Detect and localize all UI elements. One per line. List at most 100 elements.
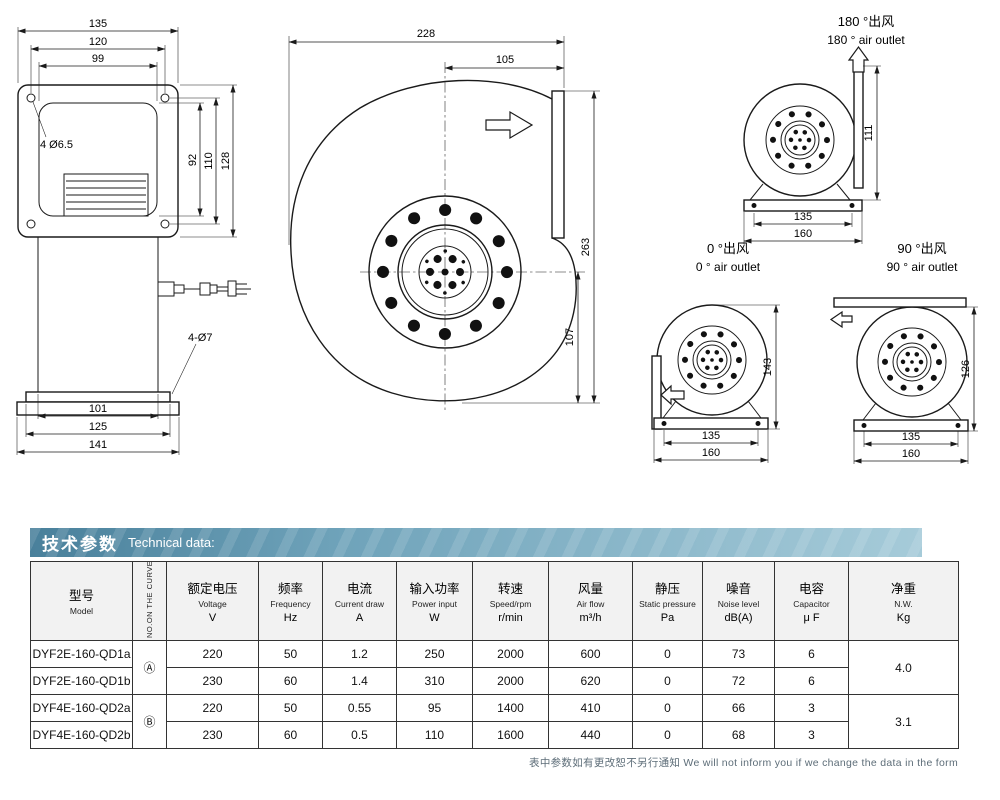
frequency-cell: 60 (258, 721, 323, 749)
airflow-cell: 600 (548, 640, 633, 668)
col-voltage: 额定电压 Voltage V (166, 561, 259, 641)
technical-data-section: 技术参数 Technical data: 型号 Model NO.ON THE … (30, 528, 959, 770)
dim-center-to-bottom: 107 (564, 328, 576, 346)
dim-feet-spacing: 135 (902, 431, 920, 443)
col-current: 电流 Current draw A (322, 561, 397, 641)
table-footnote: 表中参数如有更改恕不另行通知 We will not inform you if… (529, 757, 958, 769)
header-row: 型号 Model NO.ON THE CURVE 额定电压 Voltage V … (30, 560, 959, 641)
col-curve-label: NO.ON THE CURVE (145, 560, 154, 638)
outlet-90-title-cn: 90 °出风 (897, 241, 946, 256)
speed-cell: 2000 (472, 640, 549, 668)
col-speed: 转速 Speed/rpm r/min (472, 561, 549, 641)
noise-cell: 73 (702, 640, 775, 668)
table-row: DYF4E-160-QD2a Ⓑ 220 50 0.55 95 1400 410… (30, 694, 959, 749)
dim-feet-spacing: 135 (794, 211, 812, 223)
noise-cell: 66 (702, 694, 775, 722)
cable-connector (157, 280, 251, 297)
power-cell: 95 (396, 694, 473, 722)
static-pressure-cell: 0 (632, 721, 703, 749)
voltage-cell: 230 (166, 721, 259, 749)
col-airflow: 风量 Air flow m³/h (548, 561, 633, 641)
plate-hole (26, 93, 36, 103)
dim-outlet-offset: 105 (496, 54, 514, 66)
outlet-0-dimensions: 143 135 160 (653, 304, 780, 463)
model-cell: DYF4E-160-QD2a (30, 694, 133, 722)
speed-cell: 2000 (472, 667, 549, 695)
col-static-pressure: 静压 Static pressure Pa (632, 561, 703, 641)
plate-hole (160, 93, 170, 103)
dim-opening-width: 99 (92, 53, 104, 65)
voltage-cell: 220 (166, 640, 259, 668)
speed-cell: 1600 (472, 721, 549, 749)
dim-plate-height: 128 (220, 152, 232, 170)
voltage-cell: 220 (166, 694, 259, 722)
dim-base-width: 160 (902, 448, 920, 460)
capacitor-cell: 6 (774, 640, 849, 668)
frequency-cell: 50 (258, 694, 323, 722)
outlet-0-view: 0 °出风 0 ° air outlet 143 135 160 (651, 241, 780, 463)
motor-hub (766, 106, 834, 174)
static-pressure-cell: 0 (632, 694, 703, 722)
base-flange-step (25, 391, 171, 403)
model-cell: DYF2E-160-QD1a (30, 640, 133, 668)
outlet-0-title-cn: 0 °出风 (707, 241, 749, 256)
outlet-90-dimensions: 126 135 160 (853, 306, 978, 464)
dim-total-height: 143 (762, 358, 774, 376)
volute-scroll (289, 79, 577, 402)
current-cell: 0.55 (322, 694, 397, 722)
outlet-90-title-en: 90 ° air outlet (887, 260, 959, 274)
power-cell: 310 (396, 667, 473, 695)
table-title-en: Technical data: (128, 535, 215, 550)
motor-hub (878, 328, 946, 396)
airflow-arrow-icon (485, 110, 534, 140)
frequency-cell: 60 (258, 667, 323, 695)
current-cell: 0.5 (322, 721, 397, 749)
dim-base-width: 160 (794, 228, 812, 240)
model-cell: DYF2E-160-QD1b (30, 667, 133, 695)
fan-body-outline (37, 237, 159, 392)
table-row: DYF4E-160-QD2b 230 60 0.5 110 1600 440 0… (30, 721, 959, 749)
power-cell: 250 (396, 640, 473, 668)
plate-hole (26, 219, 36, 229)
airflow-cell: 440 (548, 721, 633, 749)
col-curve: NO.ON THE CURVE (132, 560, 167, 641)
capacitor-cell: 6 (774, 667, 849, 695)
dim-total-width: 228 (417, 28, 435, 40)
centerlines (360, 62, 585, 410)
outlet-flange-top (833, 297, 967, 308)
outlet-flange (551, 90, 565, 239)
base-stand (653, 400, 769, 430)
dim-total-height: 263 (580, 238, 592, 256)
power-cell: 110 (396, 721, 473, 749)
airflow-left-arrow-icon (660, 384, 685, 406)
noise-cell: 68 (702, 721, 775, 749)
static-pressure-cell: 0 (632, 640, 703, 668)
col-model: 型号 Model (30, 561, 133, 641)
col-frequency: 频率 Frequency Hz (258, 561, 323, 641)
outlet-180-dimensions: 111 135 160 (743, 65, 881, 244)
mounting-plate (17, 84, 179, 238)
front-view: 135 120 99 92 110 128 101 125 141 4 Ø6.5 (16, 18, 251, 455)
dim-base-outer: 141 (89, 439, 107, 451)
current-cell: 1.4 (322, 667, 397, 695)
outlet-180-view: 180 °出风 180 ° air outlet 111 135 160 (743, 14, 905, 244)
plate-hole (160, 219, 170, 229)
noise-cell: 72 (702, 667, 775, 695)
outlet-180-title-en: 180 ° air outlet (827, 33, 905, 47)
dim-base-inner: 125 (89, 421, 107, 433)
col-model-en: Model (69, 606, 94, 617)
motor-assembly (368, 195, 522, 349)
base-stand (743, 183, 863, 212)
airflow-left-arrow-icon (829, 310, 853, 329)
static-pressure-cell: 0 (632, 667, 703, 695)
outlet-90-view: 90 °出风 90 ° air outlet 126 135 160 (829, 241, 978, 464)
curve-group-cell: Ⓐ (132, 640, 167, 695)
capacitor-cell: 3 (774, 694, 849, 722)
table-title-cn: 技术参数 (42, 535, 118, 554)
current-cell: 1.2 (322, 640, 397, 668)
dim-body-width: 101 (89, 403, 107, 415)
airflow-up-arrow-icon (847, 45, 870, 73)
airflow-cell: 410 (548, 694, 633, 722)
dim-hole-spacing-v: 110 (203, 152, 215, 170)
model-cell: DYF4E-160-QD2b (30, 721, 133, 749)
